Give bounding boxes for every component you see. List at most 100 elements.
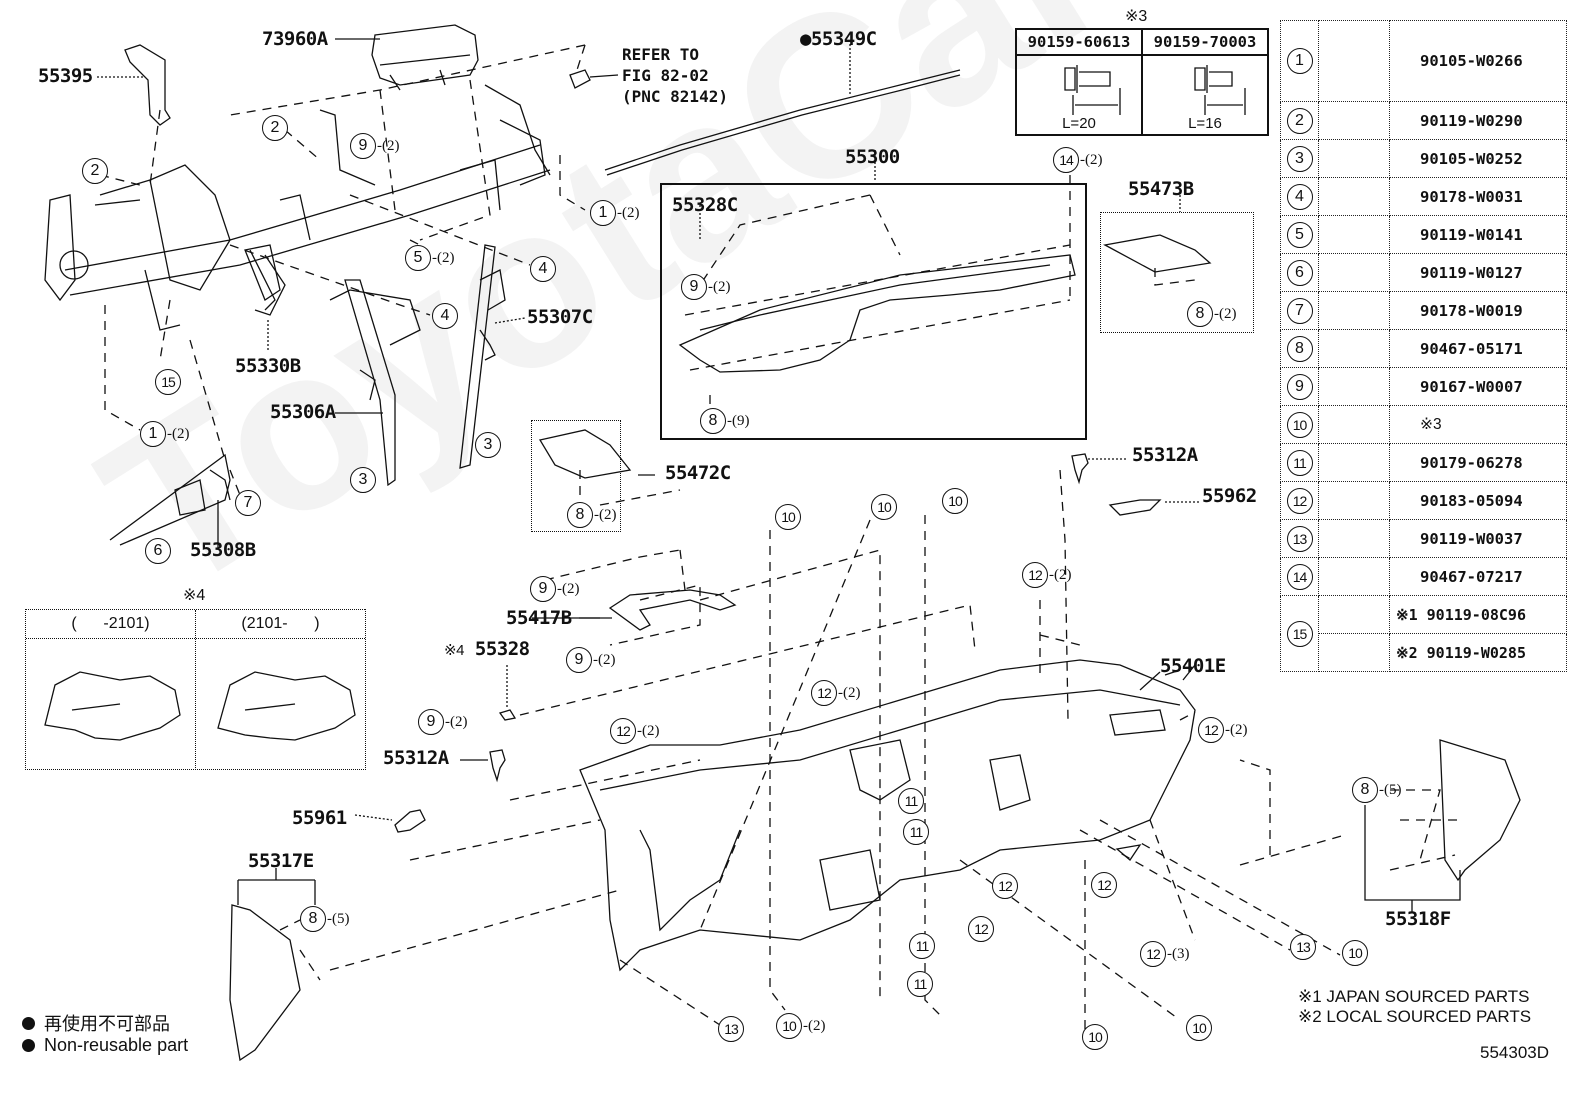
part-label-55349C[interactable]: ●55349C [800,30,877,49]
fastener-callout[interactable]: 12-(2) [1198,717,1248,743]
fastener-callout[interactable]: 8-(9) [700,408,750,434]
fastener-callout[interactable]: 10 [942,488,969,514]
fastener-callout[interactable]: 12 [1091,872,1118,898]
part-label-55417B[interactable]: 55417B [506,607,572,629]
fastener-callout[interactable]: 1-(2) [590,200,640,226]
fastener-callout[interactable]: 10 [1342,940,1369,966]
part-label-73960A[interactable]: 73960A [262,28,328,50]
flange-bolt-icon [1318,215,1390,254]
fastener-part-number: 90179-06278 [1389,443,1567,482]
note-japan-sourced: ※1 JAPAN SOURCED PARTS [1298,987,1530,1006]
part-label-55307C[interactable]: 55307C [527,306,593,328]
callout-number: 12 [1198,717,1224,743]
brace-55308B-art [109,453,231,548]
fastener-callout[interactable]: 4 [432,303,459,329]
fastener-callout[interactable]: 9-(2) [681,274,731,300]
fastener-callout[interactable]: 11 [903,819,930,845]
fastener-callout[interactable]: 10-(2) [776,1013,826,1039]
fastener-number: 9 [1286,373,1313,400]
fastener-row[interactable]: 15※1 90119-08C96 [1280,595,1567,672]
fastener-callout[interactable]: 11 [907,971,934,997]
fastener-callout[interactable]: 10 [1082,1024,1109,1050]
part-label-55961[interactable]: 55961 [292,807,347,829]
fastener-callout[interactable]: 12 [992,873,1019,899]
fastener-callout[interactable]: 8-(2) [567,502,617,528]
callout-number: 10 [776,1013,802,1039]
fastener-callout[interactable]: 10 [775,504,802,530]
fastener-callout[interactable]: 3 [475,432,502,458]
callout-number: 10 [942,488,968,514]
fastener-callout[interactable]: 9-(2) [530,576,580,602]
fastener-callout[interactable]: 13 [1290,934,1317,960]
part-label-55328[interactable]: ※4 55328 [444,640,530,659]
callout-number: 8 [700,408,726,434]
fastener-callout[interactable]: 14-(2) [1053,147,1103,173]
fastener-callout[interactable]: 2 [82,158,109,184]
fastener-row[interactable]: 10※3 [1280,405,1567,444]
fastener-callout[interactable]: 9-(2) [566,647,616,673]
part-label-55312A-left[interactable]: 55312A [383,747,449,769]
note-3-part-2[interactable]: 90159-70003 [1153,33,1257,51]
part-label-55308B[interactable]: 55308B [190,539,256,561]
part-label-55472C[interactable]: 55472C [665,462,731,484]
fastener-callout[interactable]: 5-(2) [405,245,455,271]
fastener-callout[interactable]: 12 [968,916,995,942]
fastener-callout[interactable]: 10 [871,494,898,520]
fastener-row[interactable]: ※2 90119-W0285 [1281,633,1567,672]
fastener-callout[interactable]: 15 [155,369,182,395]
note-4-table: ( -2101) (2101- ) [25,609,366,770]
fastener-callout[interactable]: 8-(5) [1352,777,1402,803]
fastener-callout[interactable]: 8-(2) [1187,301,1237,327]
fastener-callout[interactable]: 12-(3) [1140,941,1190,967]
note-4-variant-late[interactable] [196,639,365,770]
fastener-callout[interactable]: 11 [898,788,925,814]
note-local-sourced: ※2 LOCAL SOURCED PARTS [1298,1007,1532,1026]
part-label-55395[interactable]: 55395 [38,65,93,87]
fastener-callout[interactable]: 10 [1186,1015,1213,1041]
fastener-callout[interactable]: 1-(2) [140,421,190,447]
part-label-55473B[interactable]: 55473B [1128,178,1194,200]
part-label-55317E[interactable]: 55317E [248,850,314,872]
note-4-variant-early[interactable] [26,639,196,770]
refer-to-fig-note[interactable]: REFER TO FIG 82-02 (PNC 82142) [622,45,728,106]
callout-number: 3 [475,432,501,458]
fastener-callout[interactable]: 9-(2) [418,709,468,735]
fastener-callout[interactable]: 12-(2) [610,718,660,744]
part-label-55401E[interactable]: 55401E [1160,655,1226,677]
fastener-callout[interactable]: 12-(2) [1022,562,1072,588]
fastener-callout[interactable]: 7 [235,490,262,516]
part-label-55306A[interactable]: 55306A [270,401,336,423]
fastener-callout[interactable]: 2 [262,115,289,141]
part-label-55962[interactable]: 55962 [1202,485,1257,507]
note-3-part-1[interactable]: 90159-60613 [1017,30,1143,54]
fastener-part-number: 90105-W0266 [1389,20,1567,102]
fastener-callout[interactable]: 6 [145,538,172,564]
part-label-55328C[interactable]: 55328C [672,194,738,216]
part-label-55318F[interactable]: 55318F [1385,908,1451,930]
fastener-callout[interactable]: 13 [718,1016,745,1042]
part-label-55330B[interactable]: 55330B [235,355,301,377]
note-3-table: 90159-60613 90159-70003 L=20 L=16 [1015,28,1269,136]
fastener-callout[interactable]: 4 [530,256,557,282]
fastener-callout[interactable]: 3 [350,467,377,493]
fastener-callout[interactable]: 8-(5) [300,906,350,932]
part-label-55300[interactable]: 55300 [845,146,900,168]
part-label-55312A-top[interactable]: 55312A [1132,444,1198,466]
fastener-callout[interactable]: 11 [909,933,936,959]
fastener-callout[interactable]: 12-(2) [811,680,861,706]
fastener-number: 6 [1286,259,1313,286]
fastener-callout[interactable]: 9-(2) [350,133,400,159]
